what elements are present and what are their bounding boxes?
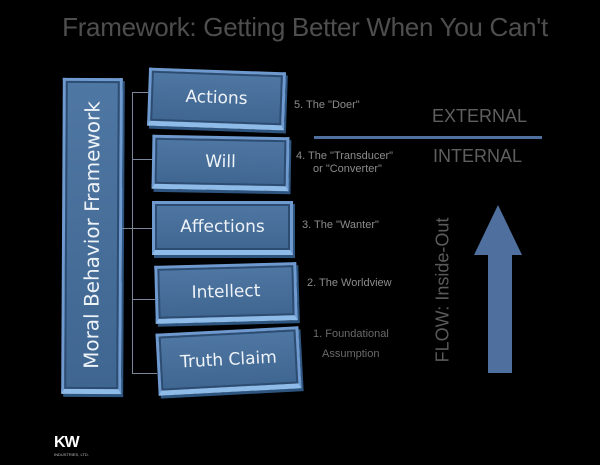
flow-label: FLOW: Inside-Out bbox=[432, 217, 453, 363]
level-box-actions: Actions bbox=[147, 67, 286, 131]
logo: KW bbox=[54, 434, 80, 451]
connector bbox=[122, 228, 132, 229]
level-label: Actions bbox=[185, 86, 248, 110]
level-desc: 2. The Worldview bbox=[307, 277, 392, 289]
connector bbox=[132, 228, 152, 229]
level-desc: 3. The "Wanter" bbox=[302, 219, 379, 231]
level-desc: 4. The "Transducer" bbox=[296, 150, 394, 162]
connector bbox=[132, 159, 152, 160]
level-box-intellect: Intellect bbox=[154, 262, 298, 324]
up-arrow-icon bbox=[474, 205, 522, 373]
level-box-will: Will bbox=[151, 134, 290, 192]
level-box-affections: Affections bbox=[152, 201, 293, 255]
divider-line bbox=[314, 136, 542, 139]
framework-label: Moral Behavior Framework bbox=[79, 101, 105, 369]
connector bbox=[132, 373, 157, 374]
level-label: Will bbox=[205, 151, 236, 173]
level-desc: 1. Foundational bbox=[313, 328, 389, 340]
slide-title: Framework: Getting Better When You Can't bbox=[62, 12, 548, 42]
connector bbox=[132, 92, 148, 93]
level-label: Affections bbox=[180, 217, 265, 237]
connector bbox=[132, 299, 155, 300]
logo-subtitle: INDUSTRIES, LTD. bbox=[54, 452, 89, 457]
level-box-truth-claim: Truth Claim bbox=[155, 326, 302, 396]
framework-box: Moral Behavior Framework bbox=[61, 77, 123, 395]
level-label: Intellect bbox=[191, 281, 261, 303]
level-desc: or "Converter" bbox=[313, 163, 382, 175]
connector bbox=[132, 92, 133, 374]
external-label: EXTERNAL bbox=[432, 106, 528, 126]
internal-label: INTERNAL bbox=[433, 146, 523, 166]
level-desc: 5. The "Doer" bbox=[294, 99, 360, 111]
level-desc: Assumption bbox=[322, 348, 380, 360]
level-label: Truth Claim bbox=[179, 347, 278, 373]
